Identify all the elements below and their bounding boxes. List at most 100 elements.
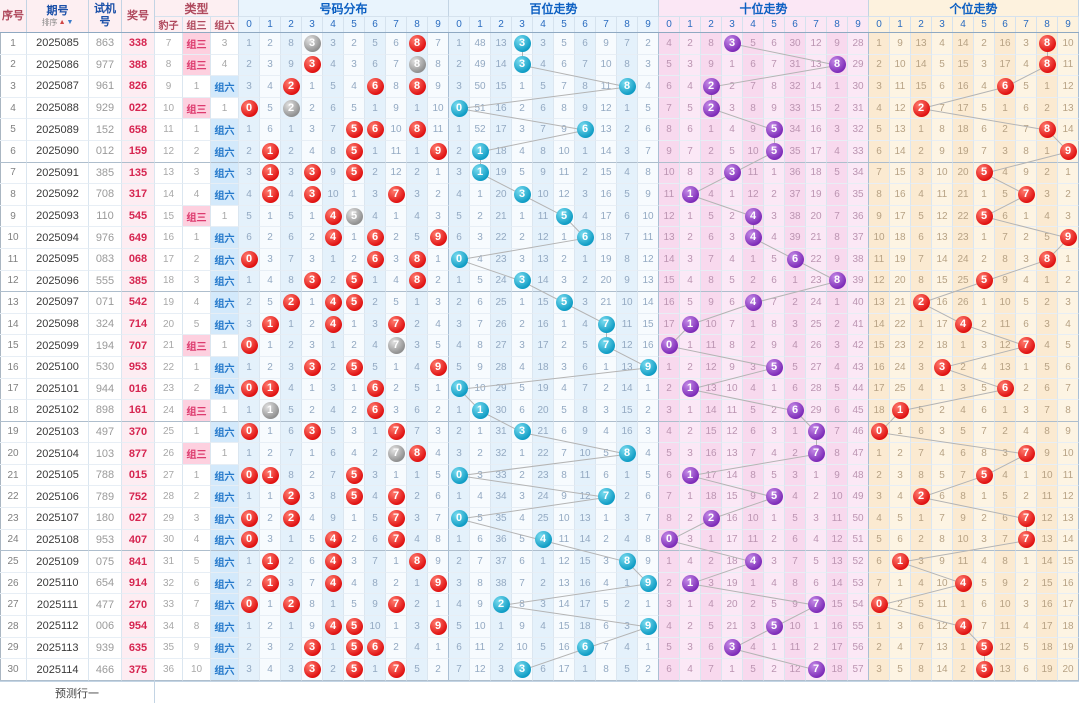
prize-number-cell: 752 [122,486,155,509]
miss-cell: 10 [470,378,491,401]
miss-cell: 5 [638,97,659,120]
miss-value: 13 [663,232,675,244]
miss-value: 6 [792,534,798,546]
miss-cell: 3 [680,54,701,77]
miss-cell: 21 [890,292,911,314]
miss-value: 1 [1065,253,1071,265]
miss-cell: 8 [365,572,386,595]
miss-value: 6 [708,232,714,244]
miss-value: 1 [897,426,903,438]
miss-cell: 2 [1037,292,1058,314]
miss-cell: 17 [953,97,974,120]
test-number-cell: 180 [89,508,122,530]
miss-cell: 22 [491,227,512,249]
miss-cell: 11 [785,637,806,660]
digit-col-header: 1 [260,17,281,32]
miss-value: 2 [267,448,273,460]
prize-number-cell: 016 [122,378,155,401]
miss-cell: 14 [953,33,974,55]
ball-cell: 3 [302,184,323,206]
miss-cell: 7 [932,97,953,120]
ball-cell: 3 [512,33,533,55]
miss-value: 14 [495,59,507,71]
miss-cell: 7 [554,76,575,98]
miss-value: 2 [687,620,693,632]
sort-ascending-button[interactable]: ▲ [58,19,66,27]
miss-cell: 7 [323,119,344,141]
miss-value: 1 [309,210,315,222]
miss-value: 1 [519,210,525,222]
miss-cell: 3 [974,529,995,552]
digit-col-header: 7 [1016,17,1037,32]
miss-value: 19 [957,145,969,157]
type-miss-cell-text: 28 [162,491,175,503]
miss-cell: 10 [890,54,911,77]
miss-cell: 14 [659,248,680,271]
miss-cell: 28 [848,33,869,55]
miss-cell: 5 [869,529,890,552]
prize-digit-ball: 5 [345,164,363,182]
units-ball: 7 [1017,185,1035,203]
seq-cell-text: 4 [10,102,16,114]
ball-cell: 8 [407,248,428,271]
miss-cell: 3 [365,184,386,206]
miss-cell: 5 [995,184,1016,206]
miss-value: 33 [495,469,507,481]
miss-cell: 7 [974,421,995,444]
miss-value: 11 [1062,59,1074,71]
ball-cell: 0 [239,97,260,120]
miss-cell: 4 [911,378,932,401]
prize-number-cell-text: 015 [128,469,148,482]
miss-cell: 11 [554,162,575,185]
miss-value: 1 [771,512,777,524]
miss-cell: 1 [344,184,365,206]
miss-value: 7 [582,59,588,71]
miss-value: 11 [726,404,738,416]
type-miss-cell: 10 [183,659,211,681]
miss-cell: 1 [722,184,743,206]
miss-cell: 2 [428,400,449,422]
miss-cell: 20 [491,184,512,206]
miss-value: 1 [246,275,252,287]
miss-value: 17 [1062,599,1074,611]
ball-cell: 0 [239,464,260,487]
type-miss-cell: 9 [183,637,211,660]
type-miss-cell-text: 22 [162,361,175,373]
sort-descending-button[interactable]: ▼ [66,19,74,27]
miss-value: 2 [687,426,693,438]
miss-value: 3 [309,340,315,352]
miss-cell: 9 [428,551,449,573]
miss-cell: 4 [617,162,638,185]
miss-value: 5 [624,664,630,676]
miss-value: 6 [771,275,777,287]
miss-value: 3 [624,512,630,524]
miss-value: 3 [813,512,819,524]
miss-value: 6 [477,296,483,308]
miss-cell: 4 [722,248,743,271]
miss-cell: 2 [995,421,1016,444]
col-header-type: 类型 [155,0,239,17]
seq-cell-text: 1 [10,37,16,49]
seq-cell-text: 29 [7,642,19,654]
miss-cell: 6 [554,54,575,77]
period-cell: 2025098 [27,313,89,336]
miss-cell: 2 [344,335,365,357]
miss-cell: 1 [1037,140,1058,163]
miss-value: 6 [666,80,672,92]
prize-digit-ball: 3 [303,185,321,203]
miss-cell: 2 [827,313,848,336]
miss-value: 1 [309,80,315,92]
miss-cell: 9 [953,508,974,530]
miss-cell: 4 [722,119,743,141]
miss-cell: 39 [848,270,869,293]
miss-value: 3 [603,404,609,416]
seq-cell: 19 [0,421,27,444]
miss-value: 6 [687,124,693,136]
hundreds-ball: 2 [492,596,510,614]
miss-cell: 4 [701,594,722,617]
miss-value: 3 [729,102,735,114]
miss-cell: 14 [491,54,512,77]
ball-cell: 2 [281,594,302,617]
miss-cell: 4 [554,378,575,401]
